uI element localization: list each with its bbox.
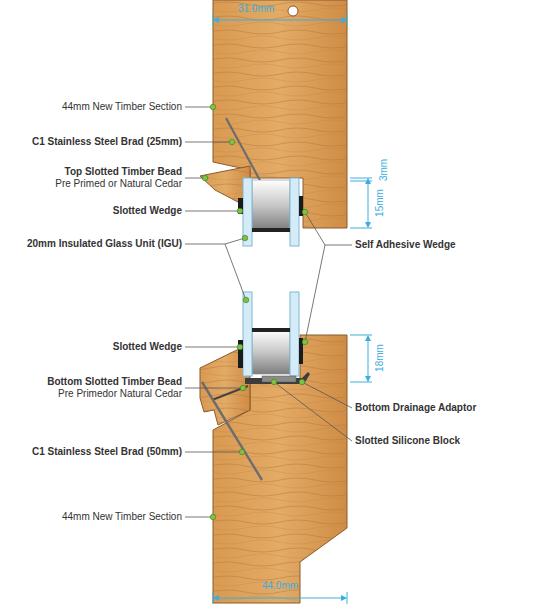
top-igu	[238, 178, 303, 246]
dimension-label: 3mm	[378, 159, 390, 181]
dimension-label: 31.0mm	[238, 3, 274, 15]
bottom-igu	[238, 292, 303, 376]
part-label: 20mm Insulated Glass Unit (IGU)	[27, 238, 182, 250]
part-label: Slotted Wedge	[113, 341, 182, 353]
part-label: Slotted Silicone Block	[355, 435, 460, 447]
part-label: C1 Stainless Steel Brad (50mm)	[32, 446, 182, 458]
part-label: Bottom Drainage Adaptor	[355, 402, 476, 414]
part-label: Pre Primedor Natural Cedar	[58, 388, 182, 400]
part-label: Bottom Slotted Timber Bead	[47, 376, 182, 388]
drainage-adaptor	[245, 372, 310, 384]
dimension-lines	[213, 14, 372, 604]
dimension-label: 15mm	[374, 189, 386, 217]
dimension-label: 18mm	[374, 344, 386, 372]
leader-dots	[202, 104, 308, 520]
brad-25	[226, 118, 262, 184]
part-label: Top Slotted Timber Bead	[65, 166, 182, 178]
brad-50	[202, 382, 262, 480]
part-label: 44mm New Timber Section	[62, 511, 182, 523]
part-label: Pre Primed or Natural Cedar	[55, 178, 182, 190]
part-label: 44mm New Timber Section	[62, 101, 182, 113]
leader-lines	[185, 107, 352, 517]
silicone-block	[262, 376, 296, 382]
part-label: C1 Stainless Steel Brad (25mm)	[32, 136, 182, 148]
dimension-label: 44.0mm	[262, 580, 298, 592]
part-label: Self Adhesive Wedge	[355, 239, 456, 251]
part-label: Slotted Wedge	[113, 205, 182, 217]
